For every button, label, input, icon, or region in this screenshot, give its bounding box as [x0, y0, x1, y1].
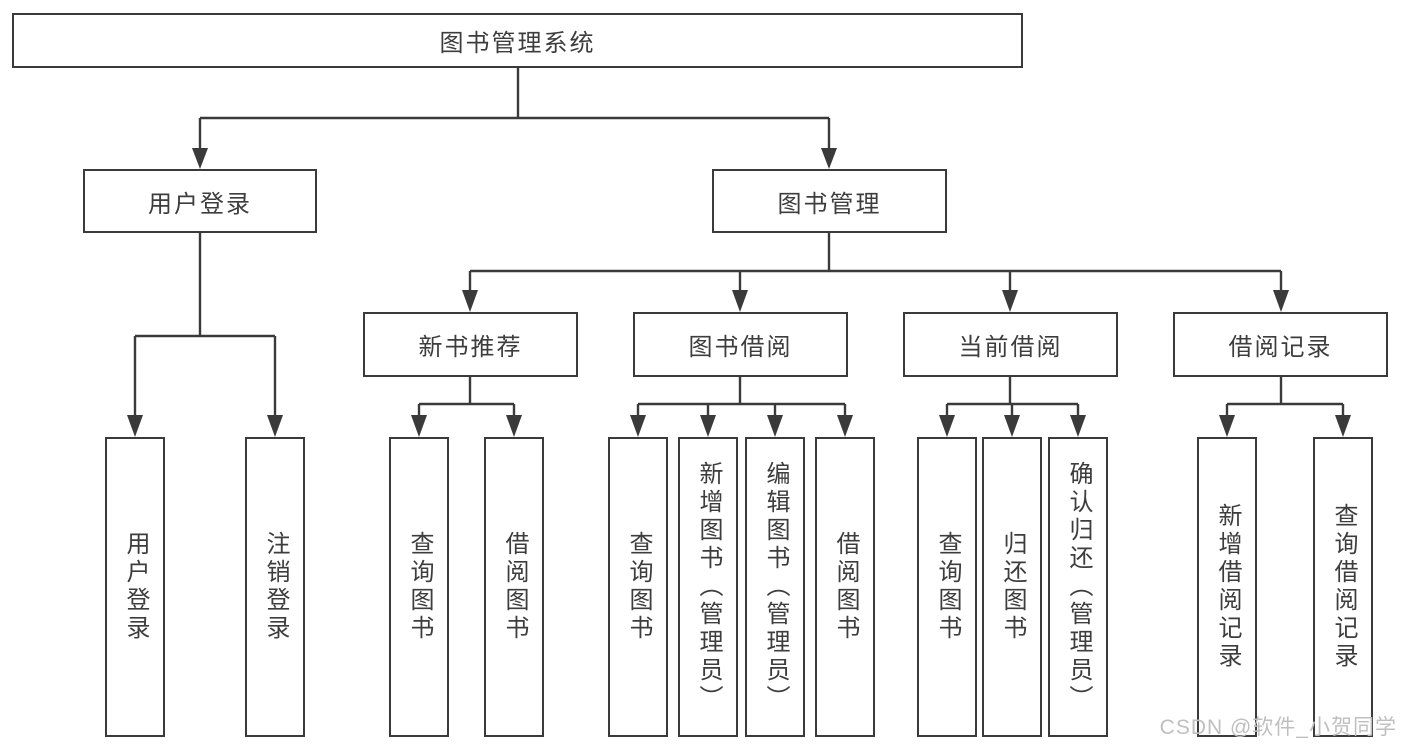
- leaf-label: 借阅图书: [832, 531, 859, 643]
- node-label: 图书借阅: [688, 334, 793, 361]
- csdn-watermark: CSDN @软件_小贺同学: [1159, 716, 1397, 739]
- leaf-label: 借阅图书: [501, 531, 528, 643]
- leaf-confirm-return-admin: 确认归还（管理员）: [1048, 437, 1108, 737]
- leaf-add-borrow-record: 新增借阅记录: [1197, 437, 1257, 737]
- leaf-edit-books-admin: 编辑图书（管理员）: [745, 437, 805, 737]
- node-label: 图书管理: [777, 190, 882, 218]
- leaf-add-books-admin: 新增图书（管理员）: [678, 437, 738, 737]
- leaf-label: 查询借阅记录: [1330, 503, 1357, 671]
- node-label: 图书管理系统: [439, 30, 596, 57]
- node-user-login: 用户登录: [83, 169, 317, 233]
- node-label: 用户登录: [148, 190, 252, 218]
- node-borrow-records: 借阅记录: [1173, 312, 1388, 377]
- leaf-label: 用户登录: [122, 531, 149, 643]
- node-label: 当前借阅: [958, 334, 1063, 361]
- leaf-label: 新增图书（管理员）: [695, 461, 722, 713]
- node-library-management-system: 图书管理系统: [12, 13, 1023, 68]
- leaf-label: 查询图书: [406, 531, 433, 643]
- leaf-label: 确认归还（管理员）: [1065, 461, 1092, 713]
- leaf-logout: 注销登录: [245, 437, 305, 737]
- leaf-user-login: 用户登录: [105, 437, 165, 737]
- node-label: 借阅记录: [1228, 334, 1333, 361]
- node-label: 新书推荐: [418, 334, 523, 361]
- node-book-management: 图书管理: [712, 169, 947, 233]
- leaf-label: 注销登录: [262, 531, 289, 643]
- leaf-label: 新增借阅记录: [1214, 503, 1241, 671]
- node-new-book-recommend: 新书推荐: [363, 312, 578, 377]
- leaf-query-books-current: 查询图书: [917, 437, 977, 737]
- leaf-query-books-borrowing: 查询图书: [608, 437, 668, 737]
- leaf-query-books-recommend: 查询图书: [389, 437, 449, 737]
- leaf-label: 查询图书: [625, 531, 652, 643]
- leaf-label: 归还图书: [999, 531, 1026, 643]
- leaf-label: 编辑图书（管理员）: [762, 461, 789, 713]
- leaf-borrow-books: 借阅图书: [815, 437, 875, 737]
- leaf-return-books: 归还图书: [982, 437, 1042, 737]
- node-current-borrowing: 当前借阅: [903, 312, 1118, 377]
- leaf-query-borrow-record: 查询借阅记录: [1313, 437, 1373, 737]
- node-book-borrowing: 图书借阅: [633, 312, 848, 377]
- leaf-label: 查询图书: [934, 531, 961, 643]
- arrowheads: [127, 148, 1351, 437]
- leaf-borrow-books-recommend: 借阅图书: [484, 437, 544, 737]
